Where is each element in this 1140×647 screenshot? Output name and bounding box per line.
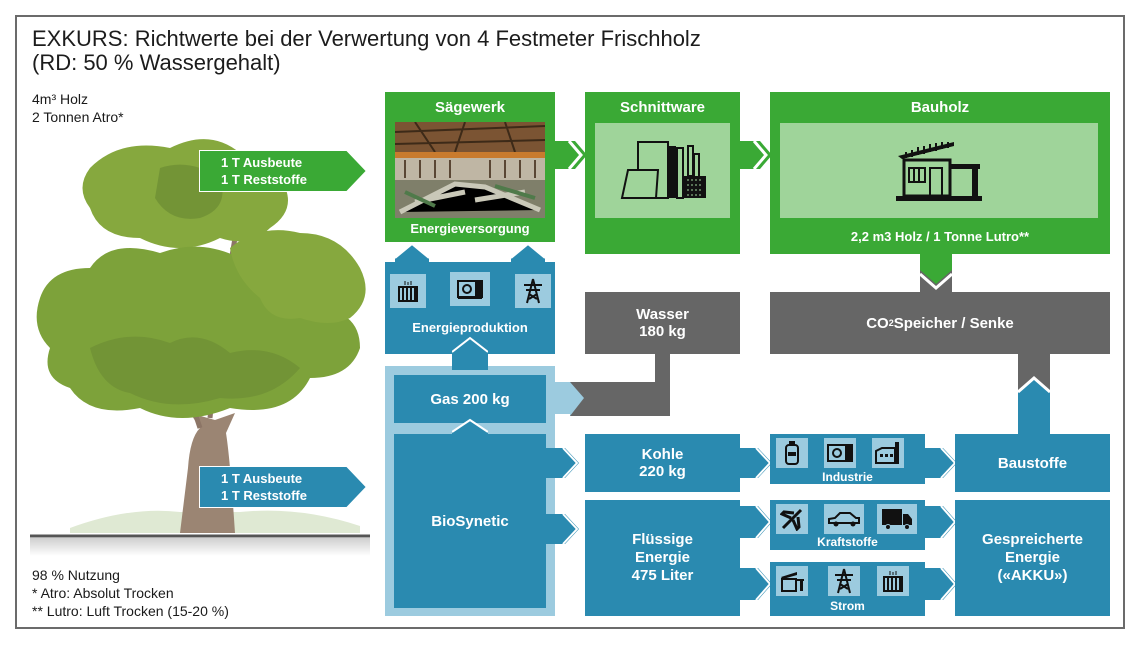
co2-subscript: 2 [888,318,894,328]
strom-icon-2 [828,566,860,596]
arrow-saegewerk-to-schnittware [553,140,587,170]
fluessig-line2: Energie [634,549,691,566]
source-volume: 4m³ Holz [32,91,89,107]
car-icon [828,512,860,527]
power-pylon-icon [835,568,853,594]
co2-suffix: Speicher / Senke [893,314,1014,332]
energy-generator-box [450,272,490,306]
gas-label: Gas 200 kg [430,390,510,408]
arrow-biosynetic-to-kohle [545,447,579,479]
bauholz-caption: 2,2 m3 Holz / 1 Tonne Lutro** [850,229,1030,244]
arrow-schnittware-to-bauholz [738,140,772,170]
title-line-2: (RD: 50 % Wassergehalt) [32,50,281,75]
strom-label: Strom [830,599,865,613]
arrow-biosynetic-to-fluessig [545,513,579,545]
kohle-box: Kohle 220 kg [585,434,740,492]
arrow-gas-to-energie [452,336,488,370]
upper-output-line2: 1 T Reststoffe [221,172,307,187]
generator-icon [827,444,853,462]
airplane-icon [780,508,803,531]
biosynetic-box: BioSynetic [394,434,546,608]
gas-cylinder-icon [785,441,799,465]
truck-icon [882,509,912,530]
arrow-biosynetic-to-gas [452,418,488,436]
fluessig-box: Flüssige Energie 475 Liter [585,500,740,616]
energy-pylon-box [515,274,551,308]
schnittware-title: Schnittware [619,99,706,116]
industrie-icon-2 [824,438,856,468]
energieproduktion-label: Energieproduktion [412,320,528,335]
strom-icon-1 [776,566,808,596]
title-line-1: EXKURS: Richtwerte bei der Verwertung vo… [32,26,701,51]
arrow-co2-to-baustoffe [1018,352,1050,436]
kraftstoffe-icon-2 [824,504,864,534]
strom-icon-3 [877,566,909,596]
bauholz-icon-panel [780,123,1098,218]
energy-radiator-box [390,274,426,308]
akku-line3: («AKKU») [997,567,1068,584]
page-title: EXKURS: Richtwerte bei der Verwertung vo… [32,27,701,75]
baustoffe-box: Baustoffe [955,434,1110,492]
radiator-icon [398,281,418,302]
house-icon [896,141,982,201]
upper-output-arrow [199,150,367,192]
house-icon [781,572,804,592]
lutro-note: ** Lutro: Luft Trocken (15-20 %) [32,603,229,619]
tree-crown-right [230,230,366,323]
power-pylon-icon [524,278,542,304]
industrie-label: Industrie [822,470,873,484]
bauholz-title: Bauholz [910,99,970,116]
footnotes: 98 % Nutzung * Atro: Absolut Trocken ** … [32,566,229,620]
arrow-bauholz-to-co2 [920,252,952,294]
schnittware-icon-panel [595,123,730,218]
akku-line2: Energie [1004,549,1061,566]
wasser-connector [570,352,670,416]
fluessig-line1: Flüssige [632,531,693,548]
fluessig-line3: 475 Liter [631,567,694,584]
kraftstoffe-label: Kraftstoffe [817,535,878,549]
upper-output-label: 1 T Ausbeute 1 T Reststoffe [199,150,349,192]
upper-output-line1: 1 T Ausbeute [221,155,303,170]
kohle-line1: Kohle [641,446,684,463]
energie-up-arrows [394,242,546,270]
lower-output-line2: 1 T Reststoffe [221,488,307,503]
kraftstoffe-icon-3 [877,504,917,534]
co2-prefix: CO [866,314,889,332]
wasser-line1: Wasser [636,306,689,323]
biosynetic-label: BioSynetic [431,512,509,530]
wasser-box: Wasser 180 kg [585,292,740,354]
usage-note: 98 % Nutzung [32,567,120,583]
baustoffe-label: Baustoffe [997,454,1068,472]
radiator-icon [883,571,903,592]
gas-box: Gas 200 kg [394,375,546,423]
factory-icon [875,442,899,464]
kohle-line2: 220 kg [639,463,686,480]
atro-note: * Atro: Absolut Trocken [32,585,174,601]
sawmill-photo [395,122,545,218]
lower-output-label: 1 T Ausbeute 1 T Reststoffe [199,466,349,508]
wasser-line2: 180 kg [639,323,686,340]
industrie-icon-1 [776,438,808,468]
industrie-icon-3 [872,438,904,468]
source-info: 4m³ Holz 2 Tonnen Atro* [32,90,124,126]
saegewerk-title: Sägewerk [434,99,506,116]
kraftstoffe-icon-1 [776,504,808,534]
akku-line1: Gespreicherte [982,531,1083,548]
generator-icon [457,280,483,299]
lower-output-line1: 1 T Ausbeute [221,471,303,486]
lower-output-arrow [199,466,367,508]
saegewerk-caption: Energieversorgung [410,221,530,236]
source-mass: 2 Tonnen Atro* [32,109,124,125]
akku-box: Gespreicherte Energie («AKKU») [955,500,1110,616]
lumber-icon [620,140,706,199]
